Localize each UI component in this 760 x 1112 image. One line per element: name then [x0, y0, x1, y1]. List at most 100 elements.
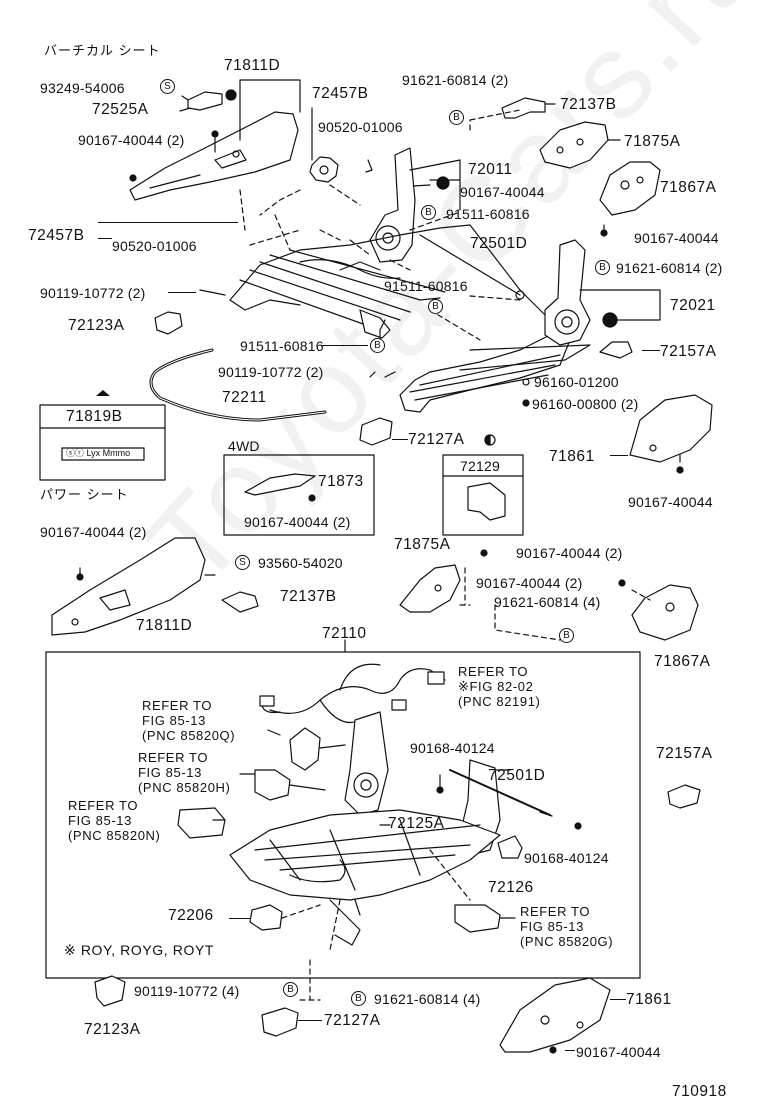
- recliner-72021-shape: [544, 239, 591, 346]
- harness-shape: [261, 663, 446, 724]
- cover-71861-top-shape: [629, 394, 713, 463]
- label-91511-60816-a: 91511-60816: [446, 206, 530, 222]
- label-72457b-top: 72457B: [312, 85, 369, 102]
- box-72129: [442, 454, 524, 536]
- ref-pnc-85820g: REFER TO FIG 85-13 (PNC 85820G): [520, 904, 614, 949]
- leader-line: [392, 439, 408, 440]
- cover-71867a-top-shape: [599, 161, 661, 216]
- figure-number: 710918: [672, 1083, 727, 1100]
- badge-b-icon: B: [283, 982, 298, 997]
- label-72126: 72126: [488, 879, 534, 896]
- leader-line: [642, 350, 660, 351]
- label-71811d-mid: 71811D: [136, 617, 193, 634]
- label-91621-60814-4-low: 91621-60814 (4): [374, 991, 481, 1007]
- badge-b-icon: B: [370, 338, 385, 353]
- label-71811d-top: 71811D: [224, 57, 281, 74]
- badge-s-icon: S: [235, 555, 250, 570]
- label-90167-40044-2-top: 90167-40044 (2): [78, 132, 185, 148]
- label-72157a-top: 72157A: [660, 343, 717, 360]
- clip-72525a-shape: [187, 91, 223, 111]
- label-72525a: 72525A: [92, 101, 149, 118]
- box-72110: [45, 651, 641, 979]
- footnote-models: ※ ROY, ROYG, ROYT: [64, 942, 215, 958]
- label-72129: 72129: [460, 458, 500, 474]
- label-72137b-mid: 72137B: [280, 588, 337, 605]
- box-4wd: [223, 454, 375, 536]
- label-91621-60814-2-right: 91621-60814 (2): [616, 260, 723, 276]
- recliner-72011-shape: [369, 147, 416, 263]
- box-71819b: [39, 404, 166, 481]
- label-91621-60814-2-top: 91621-60814 (2): [402, 72, 509, 88]
- ref-pnc-85820h: REFER TO FIG 85-13 (PNC 85820H): [138, 750, 231, 795]
- badge-b-icon: B: [351, 991, 366, 1006]
- clip-72123a-top-shape: [154, 311, 183, 335]
- label-90520-01006-left: 90520-01006: [112, 238, 197, 254]
- label-71867a-mid: 71867A: [654, 653, 711, 670]
- motor-85820h-shape: [254, 769, 291, 801]
- cover-71867a-mid-shape: [631, 584, 699, 641]
- label-91511-60816-b: 91511-60816: [384, 278, 468, 294]
- label-93249-54006: 93249-54006: [40, 80, 125, 96]
- section-4wd: 4WD: [228, 438, 260, 454]
- label-90167-40044-lowerright: 90167-40044: [628, 494, 713, 510]
- cap-72157a-top-shape: [599, 341, 633, 359]
- label-90119-10772-2-a: 90119-10772 (2): [40, 285, 146, 301]
- label-72011: 72011: [468, 161, 513, 178]
- label-90119-10772-2-b: 90119-10772 (2): [218, 364, 324, 380]
- label-card-text: ⓢⓡ Lyx Mmmo: [66, 448, 131, 458]
- section-power-seat: パワー シート: [40, 487, 129, 502]
- label-90167-40044-mid: 90167-40044: [460, 184, 545, 200]
- label-90168-40124-a: 90168-40124: [410, 740, 495, 756]
- label-90520-01006-top: 90520-01006: [318, 119, 403, 135]
- label-71861-top: 71861: [549, 448, 595, 465]
- label-72125a: 72125A: [388, 815, 445, 832]
- label-71819b: 71819B: [66, 408, 123, 425]
- leader-line: [565, 1050, 575, 1051]
- label-90119-10772-4: 90119-10772 (4): [134, 983, 240, 999]
- motor-85820q-shape: [289, 727, 321, 771]
- label-71875a-mid: 71875A: [394, 536, 451, 553]
- label-71875a-top: 71875A: [624, 133, 681, 150]
- label-90167-40044-right: 90167-40044: [634, 230, 719, 246]
- leader-line: [298, 1020, 322, 1021]
- label-71867a-top: 71867A: [660, 179, 717, 196]
- cover-71861-low-shape: [499, 977, 611, 1053]
- label-72457b-left: 72457B: [28, 227, 85, 244]
- leader-line: [98, 238, 112, 239]
- seat-frame-top-shape: [229, 224, 571, 413]
- cap-72137b-top-shape: [501, 97, 546, 119]
- label-72157a-low: 72157A: [656, 745, 713, 762]
- ref-pnc-85820q: REFER TO FIG 85-13 (PNC 85820Q): [142, 698, 236, 743]
- ref-pnc-85820n: REFER TO FIG 85-13 (PNC 85820N): [68, 798, 161, 843]
- label-71861-low: 71861: [626, 991, 672, 1008]
- label-90167-40044-bottom: 90167-40044: [576, 1044, 661, 1060]
- label-72501d-top: 72501D: [470, 235, 528, 252]
- badge-b-icon: B: [428, 299, 443, 314]
- knob-top-shape: [309, 156, 339, 183]
- leader-line: [322, 345, 368, 346]
- label-72110: 72110: [322, 625, 367, 642]
- label-72127a-low: 72127A: [324, 1012, 381, 1029]
- label-96160-00800-2: 96160-00800 (2): [532, 396, 639, 412]
- label-71873: 71873: [318, 473, 364, 490]
- motor-85820g-shape: [454, 904, 501, 933]
- section-vertical-seat: バーチカル シート: [44, 43, 161, 58]
- clip-72123a-low-shape: [94, 975, 126, 1007]
- badge-b-icon: B: [595, 260, 610, 275]
- label-90168-40124-b: 90168-40124: [524, 850, 609, 866]
- label-90167-40044-2-mid: 90167-40044 (2): [516, 545, 623, 561]
- leader-line: [610, 455, 628, 456]
- label-72123a-top: 72123A: [68, 317, 125, 334]
- badge-b-icon: B: [421, 205, 436, 220]
- leader-line: [229, 918, 251, 919]
- label-72206: 72206: [168, 907, 214, 924]
- label-90167-40044-2-mid2: 90167-40044 (2): [476, 575, 583, 591]
- label-93560-54020: 93560-54020: [258, 555, 343, 571]
- cover-72127a-top-shape: [359, 417, 393, 446]
- cap-72157a-low-shape: [667, 784, 701, 809]
- label-91511-60816-c: 91511-60816: [240, 338, 324, 354]
- cover-71811d-power-shape: [51, 537, 206, 636]
- cover-72127a-low-shape: [261, 1007, 299, 1037]
- label-90167-40044-2-4wd: 90167-40044 (2): [244, 514, 351, 530]
